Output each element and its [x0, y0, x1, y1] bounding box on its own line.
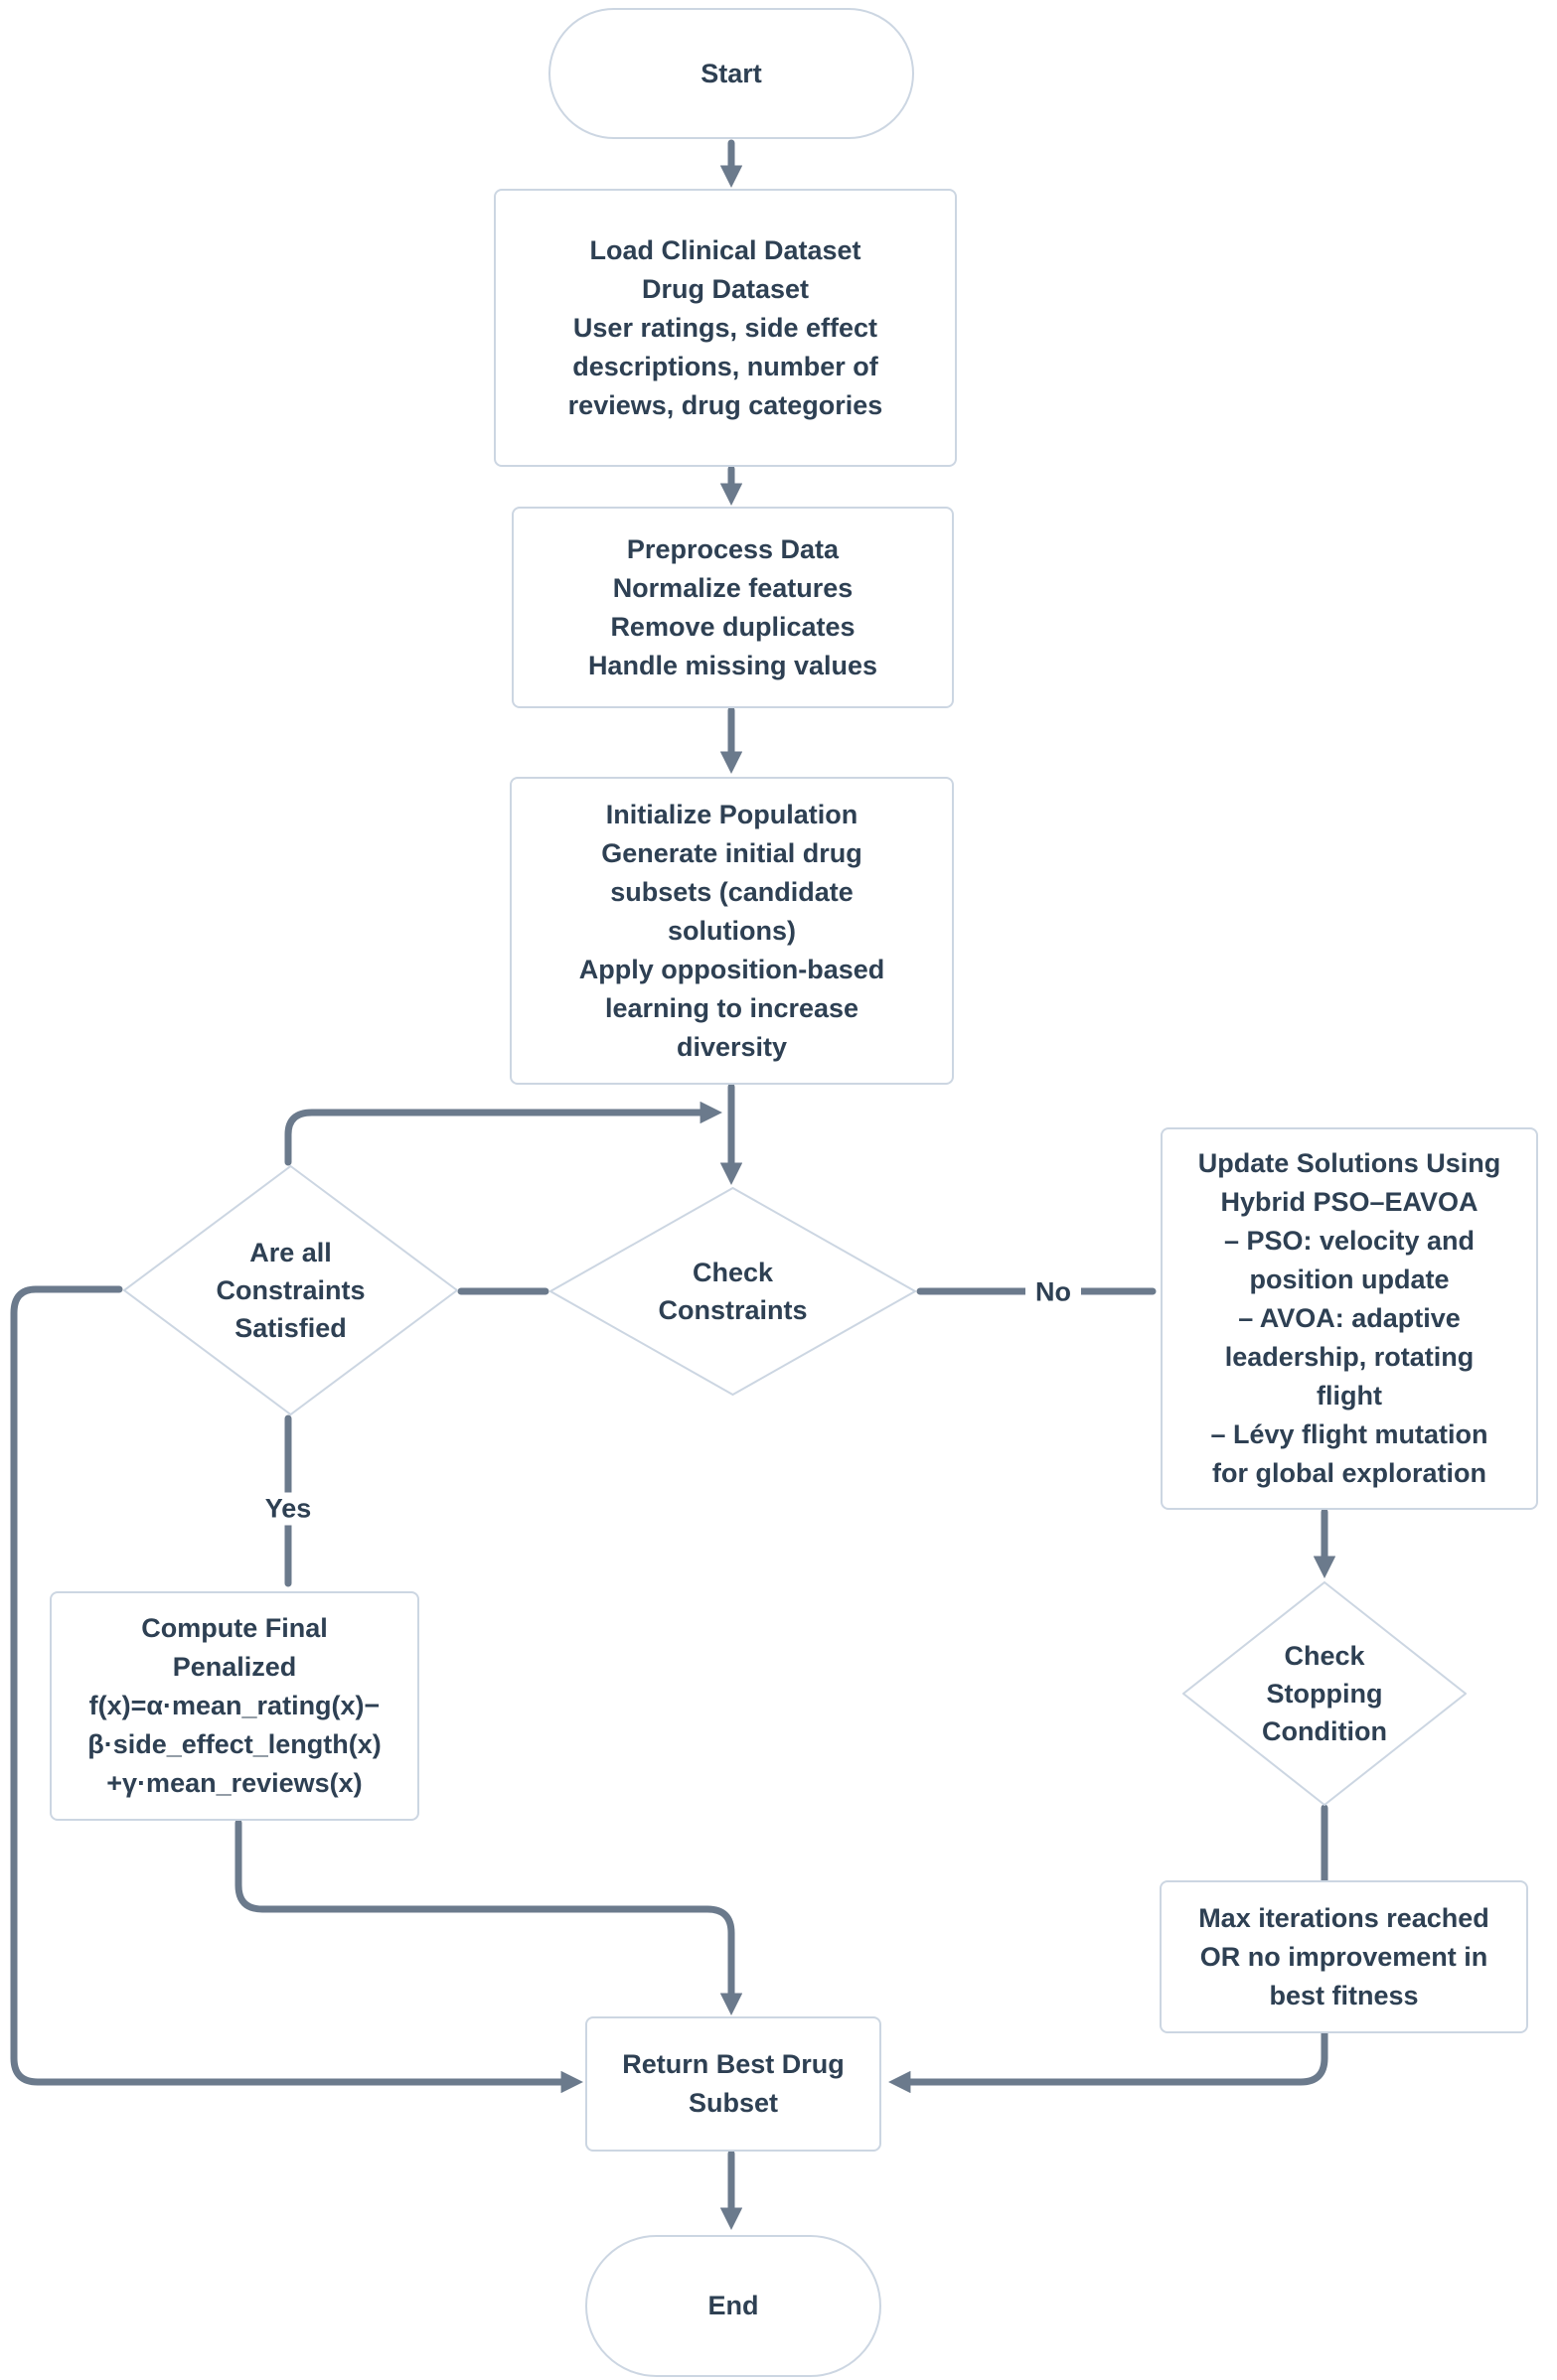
text-line: diversity: [676, 1031, 788, 1062]
text-line: Stopping: [1266, 1679, 1383, 1709]
edge-check-stopping-return: [888, 1804, 1328, 2094]
text-line: flight: [1317, 1381, 1382, 1411]
text-line: best fitness: [1269, 1980, 1419, 2010]
text-line: subsets (candidate: [610, 876, 854, 907]
text-line: Constraints: [658, 1295, 808, 1325]
diamond-shape: [549, 1187, 916, 1396]
text-line: leadership, rotating: [1224, 1342, 1475, 1372]
diamond-shape: [1182, 1581, 1467, 1806]
start-node: Start: [548, 8, 914, 139]
text-line: Subset: [688, 2088, 778, 2118]
start-label: Start: [701, 58, 762, 88]
text-line: – Lévy flight mutation: [1210, 1419, 1488, 1449]
text-line: Initialize Population: [605, 799, 858, 829]
text-line: Return Best Drug: [622, 2049, 845, 2079]
text-line: learning to increase: [604, 992, 859, 1023]
text-line: position update: [1249, 1264, 1450, 1294]
text-line: Constraints: [216, 1275, 366, 1305]
text-line: solutions): [668, 915, 796, 946]
text-line: Are all: [249, 1238, 332, 1267]
text-line: Preprocess Data: [626, 533, 840, 564]
text-line: Handle missing values: [587, 650, 878, 680]
end-label: End: [707, 2291, 759, 2320]
text-line: – AVOA: adaptive: [1238, 1303, 1461, 1333]
max-iterations-box: Max iterations reached OR no improvement …: [1160, 1880, 1528, 2033]
edge-areall-loopback: [284, 1101, 722, 1166]
text-line: Satisfied: [234, 1313, 347, 1343]
text-line: – PSO: velocity and: [1223, 1226, 1476, 1256]
text-line: OR no improvement in: [1199, 1941, 1488, 1972]
text-line: Max iterations reached: [1198, 1902, 1489, 1933]
text-line: Drug Dataset: [641, 273, 810, 304]
text-line: Update Solutions Using: [1197, 1148, 1501, 1178]
text-line: descriptions, number of: [572, 351, 878, 381]
text-line: Penalized: [172, 1652, 297, 1682]
text-line: +γ·mean_reviews(x): [106, 1768, 363, 1798]
text-line: Check: [692, 1258, 774, 1287]
text-line: Compute Final: [141, 1613, 328, 1643]
text-line: reviews, drug categories: [567, 389, 883, 420]
text-line: User ratings, side effect: [572, 312, 878, 343]
text-line: Remove duplicates: [610, 611, 856, 642]
text-line: Normalize features: [612, 572, 854, 603]
text-line: Hybrid PSO–EAVOA: [1220, 1187, 1479, 1217]
edge-label-yes: Yes: [254, 1492, 322, 1526]
edge-areall-return-left: [10, 1285, 583, 2094]
edge-compute-return: [234, 1819, 743, 2015]
end-node: End: [585, 2235, 881, 2377]
edge-label-no: No: [1025, 1275, 1081, 1309]
text-line: Apply opposition-based: [578, 954, 885, 984]
text-line: Generate initial drug: [601, 837, 862, 868]
max-iterations-text: Max iterations reached OR no improvement …: [1198, 1899, 1489, 2015]
text-line: Condition: [1262, 1716, 1387, 1746]
diamond-shape: [123, 1165, 458, 1415]
text-line: f(x)=α·mean_rating(x)−: [88, 1691, 381, 1720]
text-line: Check: [1284, 1641, 1365, 1671]
text-line: for global exploration: [1211, 1458, 1486, 1488]
text-line: Load Clinical Dataset: [589, 234, 861, 265]
text-line: β·side_effect_length(x): [87, 1729, 382, 1759]
